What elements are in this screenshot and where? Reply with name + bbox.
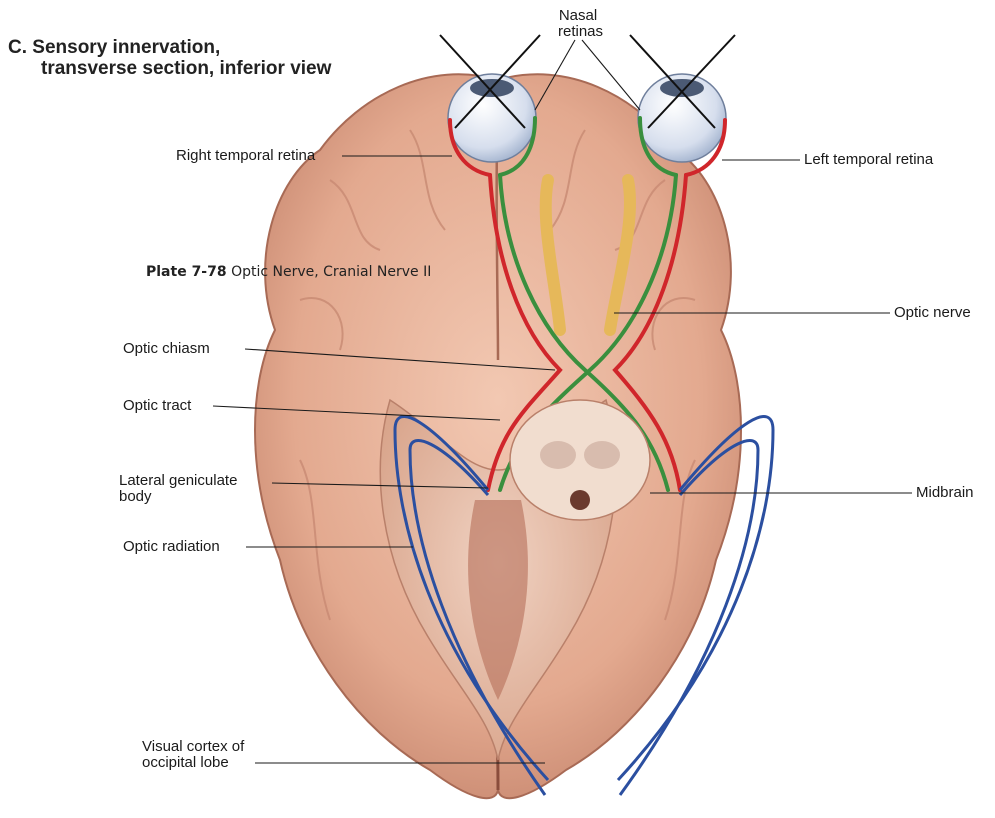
diagram-title: C. Sensory innervation, transverse secti… [8, 37, 331, 79]
label-midbrain: Midbrain [916, 485, 974, 501]
label-visual-cortex-line-1: Visual cortex of [142, 739, 244, 755]
label-lateral-geniculate-line-1: Lateral geniculate [119, 473, 237, 489]
plate-number: Plate 7-78 [146, 264, 227, 280]
brain [255, 74, 741, 798]
label-nasal-retinas: Nasal retinas [558, 8, 598, 40]
title-line-1: C. Sensory innervation, [8, 37, 220, 58]
label-optic-chiasm: Optic chiasm [123, 341, 210, 357]
left-eyeball [638, 74, 726, 162]
label-nasal-retinas-line-2: retinas [558, 24, 598, 40]
midbrain [510, 400, 650, 520]
label-nasal-retinas-line-1: Nasal [558, 8, 598, 24]
label-right-temporal-retina: Right temporal retina [176, 148, 315, 164]
label-optic-radiation: Optic radiation [123, 539, 220, 555]
label-left-temporal-retina: Left temporal retina [804, 152, 933, 168]
title-line-2: transverse section, inferior view [8, 58, 331, 79]
label-lateral-geniculate-body: Lateral geniculate body [119, 473, 237, 505]
label-visual-cortex-line-2: occipital lobe [142, 755, 244, 771]
plate-name: Optic Nerve, Cranial Nerve II [231, 264, 431, 280]
label-optic-tract: Optic tract [123, 398, 191, 414]
label-lateral-geniculate-line-2: body [119, 489, 237, 505]
label-optic-nerve: Optic nerve [894, 305, 971, 321]
plate-caption: Plate 7-78 Optic Nerve, Cranial Nerve II [146, 264, 431, 280]
label-visual-cortex: Visual cortex of occipital lobe [142, 739, 244, 771]
